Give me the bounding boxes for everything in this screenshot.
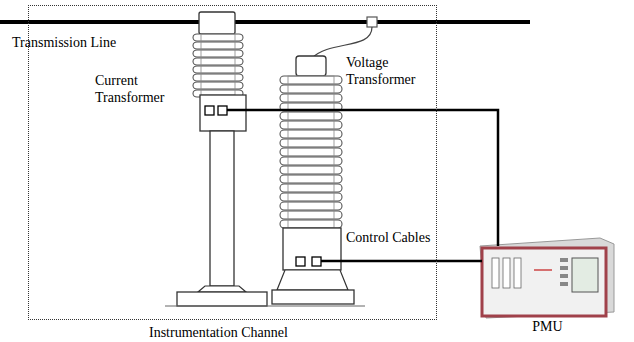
- pmu-device: [480, 238, 614, 318]
- node-heading: PMU: [480, 318, 615, 335]
- control-cable: [437, 110, 498, 246]
- drop-wire: [312, 27, 372, 58]
- line-clamp: [367, 17, 377, 27]
- control-cable: [227, 109, 437, 112]
- cable-label: Control Cables: [346, 229, 456, 246]
- line-label: Transmission Line: [12, 34, 172, 51]
- part-label: Current Transformer: [95, 72, 187, 106]
- part-label: Voltage Transformer: [346, 54, 438, 88]
- transmission-line: [0, 20, 530, 24]
- control-cable: [437, 260, 482, 263]
- control-cable: [321, 260, 437, 263]
- node-heading: Instrumentation Channel: [149, 324, 288, 341]
- pmu-box: PMU: [480, 238, 615, 318]
- voltage-transformer: [272, 56, 354, 304]
- channel-region: Instrumentation Channel: [28, 5, 437, 320]
- current-transformer: [177, 12, 267, 306]
